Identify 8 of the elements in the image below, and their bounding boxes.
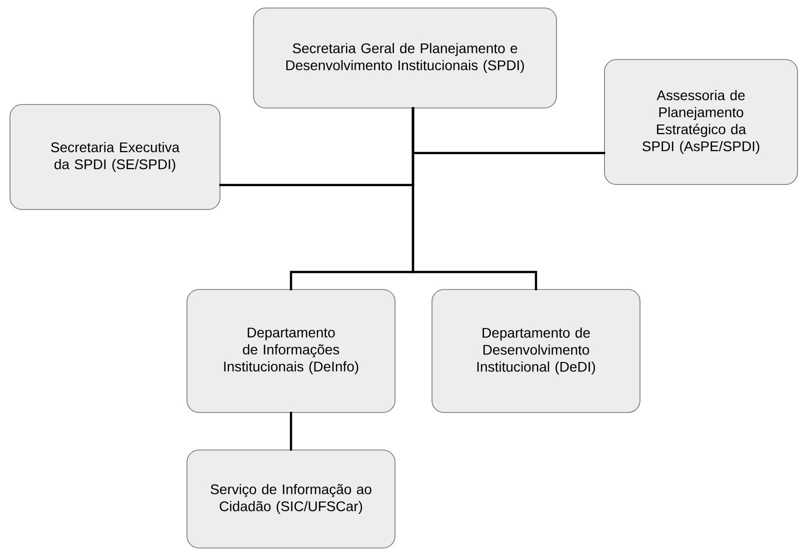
org-box: Serviço de Informação ao Cidadão (SIC/UFSCar) [186, 450, 396, 548]
org-box: Assessoria de Planejamento Estratégico da SPDI (AsPE/SPDI) [604, 59, 798, 185]
org-box: Secretaria Geral de Planejamento e Desenvolvimento Institucionais (SPDI) [253, 8, 557, 108]
org-box: Departamento de Informações Institucionais (DeInfo) [186, 289, 396, 413]
connector-line [290, 412, 292, 451]
org-box: Secretaria Executiva da SPDI (SE/SPDI) [10, 104, 220, 210]
org-box: Departamento de Desenvolvimento Institucional (DeDI) [432, 289, 640, 413]
connector-line [412, 107, 538, 290]
